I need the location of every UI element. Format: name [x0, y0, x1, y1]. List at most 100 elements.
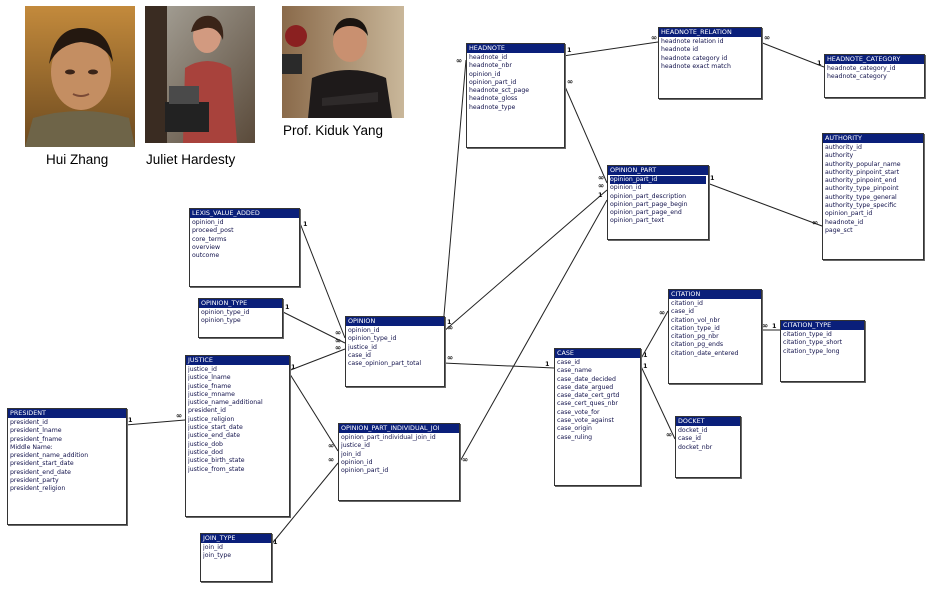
table-field[interactable]: opinion_id — [341, 458, 373, 466]
table-field[interactable]: opinion_part_id — [610, 176, 706, 185]
table-field[interactable]: headnote_gloss — [469, 95, 518, 103]
table-field[interactable]: page_sct — [825, 226, 853, 234]
table-field[interactable]: join_type — [203, 552, 232, 560]
table-field[interactable]: case_origin — [557, 425, 592, 433]
table-field[interactable]: citation_type_id — [783, 331, 832, 338]
table-field[interactable]: headnote_sct_page — [469, 87, 530, 95]
table-field[interactable]: case_date_argued — [557, 383, 614, 391]
table-field[interactable]: docket_id — [678, 427, 708, 434]
table-field[interactable]: justice_mname — [188, 390, 235, 398]
table-field[interactable]: justice_end_date — [188, 432, 241, 440]
table-field[interactable]: case_id — [678, 435, 701, 443]
table-field[interactable]: authority_id — [825, 144, 862, 151]
table-field[interactable]: opinion_part_id — [341, 467, 389, 475]
table-field[interactable]: case_date_decided — [557, 375, 616, 383]
table-field[interactable]: authority_popular_name — [825, 160, 901, 168]
table-field[interactable]: headnote_category_id — [827, 65, 896, 72]
table-opinion-part-individual-join[interactable]: OPINION_PART_INDIVIDUAL_JOI opinion_part… — [338, 423, 460, 501]
table-field[interactable]: case_id — [671, 308, 694, 316]
table-field[interactable]: authority_type_specific — [825, 202, 897, 210]
table-field[interactable]: citation_type_long — [783, 347, 840, 355]
table-field[interactable]: citation_pg_ends — [671, 341, 724, 349]
table-field[interactable]: justice_id — [341, 442, 370, 450]
table-field[interactable]: join_id — [341, 450, 361, 458]
table-field[interactable]: president_fname — [10, 435, 62, 443]
table-field[interactable]: citation_vol_nbr — [671, 316, 720, 324]
table-field[interactable]: opinion_part_id — [469, 78, 517, 86]
table-field[interactable]: headnote category id — [661, 54, 728, 62]
table-field[interactable]: Middle Name: — [10, 443, 53, 451]
table-field[interactable]: opinion_type_id — [201, 309, 250, 316]
table-field[interactable]: justice_from_state — [188, 465, 245, 473]
table-field[interactable]: core_terms — [192, 235, 227, 243]
table-field[interactable]: opinion_type — [201, 317, 241, 325]
table-field[interactable]: opinion_part_individual_join_id — [341, 434, 436, 441]
table-field[interactable]: president_religion — [10, 485, 66, 493]
table-field[interactable]: opinion_part_description — [610, 192, 687, 200]
table-field[interactable]: justice_birth_state — [188, 457, 245, 465]
table-field[interactable]: case_name — [557, 367, 592, 375]
table-field[interactable]: authority_type_general — [825, 193, 897, 201]
table-field[interactable]: proceed_post — [192, 227, 234, 235]
table-field[interactable]: president_lname — [10, 427, 62, 435]
table-field[interactable]: opinion_part_id — [825, 210, 873, 218]
table-field[interactable]: justice_dob — [188, 440, 223, 448]
table-field[interactable]: president_end_date — [10, 468, 71, 476]
table-field[interactable]: opinion_id — [192, 219, 224, 226]
table-field[interactable]: president_name_addition — [10, 452, 89, 460]
table-field[interactable]: justice_fname — [188, 382, 232, 390]
table-field[interactable]: case_ruling — [557, 433, 593, 441]
table-field[interactable]: president_id — [10, 419, 48, 426]
table-field[interactable]: president_id — [188, 407, 226, 415]
table-field[interactable]: case_date_cert_grtd — [557, 392, 620, 400]
table-field[interactable]: opinion_part_page_end — [610, 209, 682, 217]
table-field[interactable]: citation_id — [671, 300, 703, 307]
table-field[interactable]: justice_id — [348, 343, 377, 351]
table-field[interactable]: headnote exact match — [661, 62, 731, 70]
table-field[interactable]: justice_lname — [188, 374, 231, 382]
table-field[interactable]: citation_date_entered — [671, 349, 739, 357]
table-field[interactable]: opinion_type_id — [348, 335, 397, 343]
table-field[interactable]: justice_start_date — [188, 424, 243, 432]
table-field[interactable]: president_party — [10, 477, 59, 485]
table-field[interactable]: authority_pinpoint_start — [825, 168, 900, 176]
table-field[interactable]: justice_id — [188, 366, 217, 373]
table-field[interactable]: headnote id — [661, 46, 699, 54]
table-field[interactable]: justice_name_additional — [188, 399, 263, 407]
table-field[interactable]: justice_religion — [188, 415, 235, 423]
table-field[interactable]: citation_type_id — [671, 324, 720, 332]
table-field[interactable]: opinion_id — [348, 327, 380, 334]
table-field[interactable]: opinion_part_page_begin — [610, 200, 688, 208]
table-field[interactable]: citation_type_short — [783, 339, 843, 347]
table-field[interactable]: case_vote_against — [557, 417, 614, 425]
table-field[interactable]: opinion_part_text — [610, 217, 664, 225]
table-field[interactable]: headnote_id — [469, 54, 508, 61]
table-field[interactable]: president_start_date — [10, 460, 74, 468]
table-field[interactable]: authority_type_pinpoint — [825, 185, 899, 193]
table-field[interactable]: overview — [192, 243, 221, 251]
table-field[interactable]: authority_pinpoint_end — [825, 177, 897, 185]
table-field[interactable]: case_id — [557, 359, 580, 366]
table-field[interactable]: headnote_id — [825, 218, 864, 226]
table-field[interactable]: case_id — [348, 351, 371, 359]
table-field[interactable]: citation_pg_nbr — [671, 333, 719, 341]
table-field[interactable]: justice_dod — [188, 448, 223, 456]
table-field[interactable]: join_id — [203, 544, 223, 551]
table-field[interactable]: headnote_type — [469, 103, 516, 111]
table-field[interactable]: case_cert_ques_nbr — [557, 400, 618, 408]
